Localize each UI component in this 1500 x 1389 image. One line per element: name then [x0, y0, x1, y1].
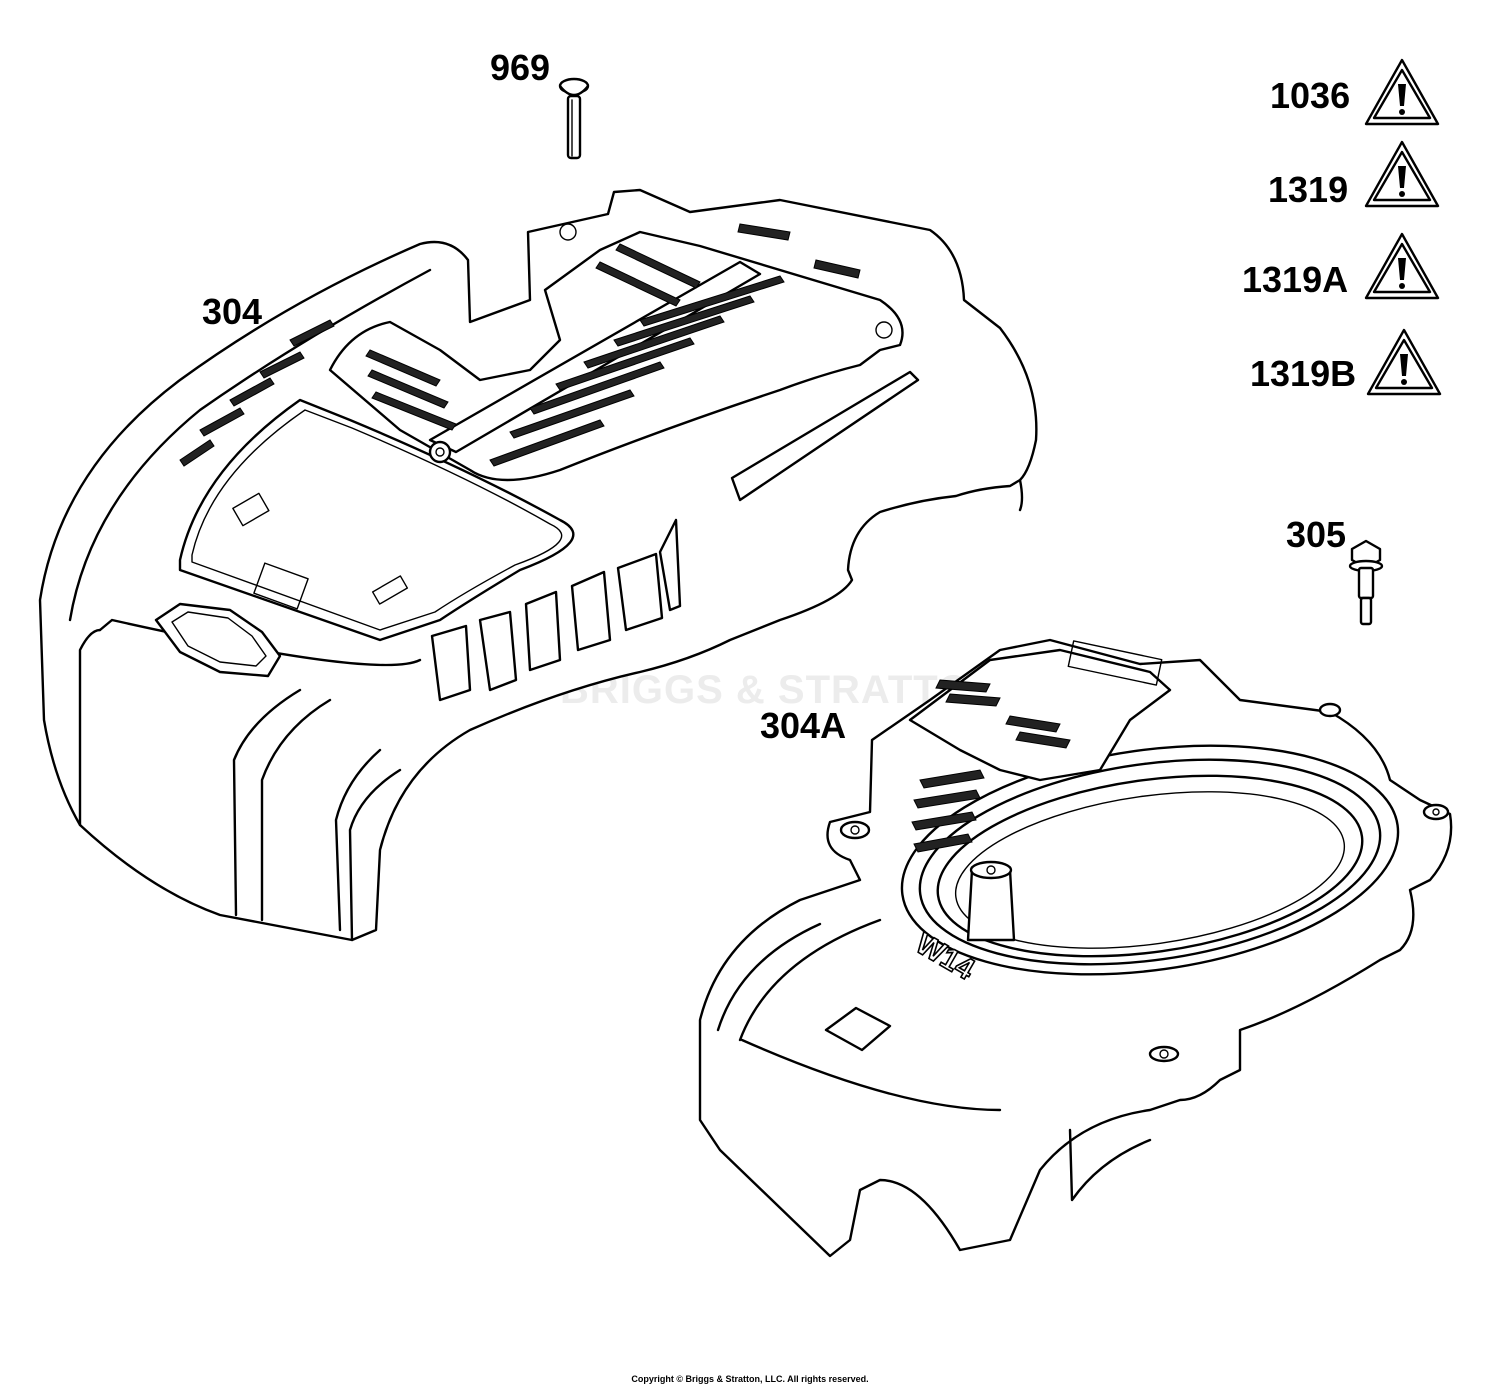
callout-304: 304 — [202, 291, 263, 332]
warning-label-1319a: 1319A — [1242, 259, 1349, 300]
warning-triangle-icon — [1364, 140, 1440, 208]
screw-969-drawing — [558, 77, 590, 160]
callout-305: 305 — [1286, 514, 1347, 555]
warning-label-1036: 1036 — [1270, 75, 1351, 116]
callout-969: 969 — [490, 47, 551, 88]
callout-304a: 304A — [760, 705, 847, 746]
blower-housing-304a-drawing: W14 — [698, 638, 1453, 1258]
blower-housing-cover-304-drawing — [38, 188, 1038, 942]
warning-triangle-icon — [1364, 232, 1440, 300]
copyright-footer: Copyright © Briggs & Stratton, LLC. All … — [631, 1374, 869, 1384]
warning-label-1319b: 1319B — [1250, 353, 1357, 394]
warning-triangle-icon — [1366, 328, 1442, 396]
grille-slots — [365, 223, 861, 467]
warning-label-1319: 1319 — [1268, 169, 1349, 210]
warning-triangle-icon — [1364, 58, 1440, 126]
bolt-305-drawing — [1348, 539, 1384, 626]
